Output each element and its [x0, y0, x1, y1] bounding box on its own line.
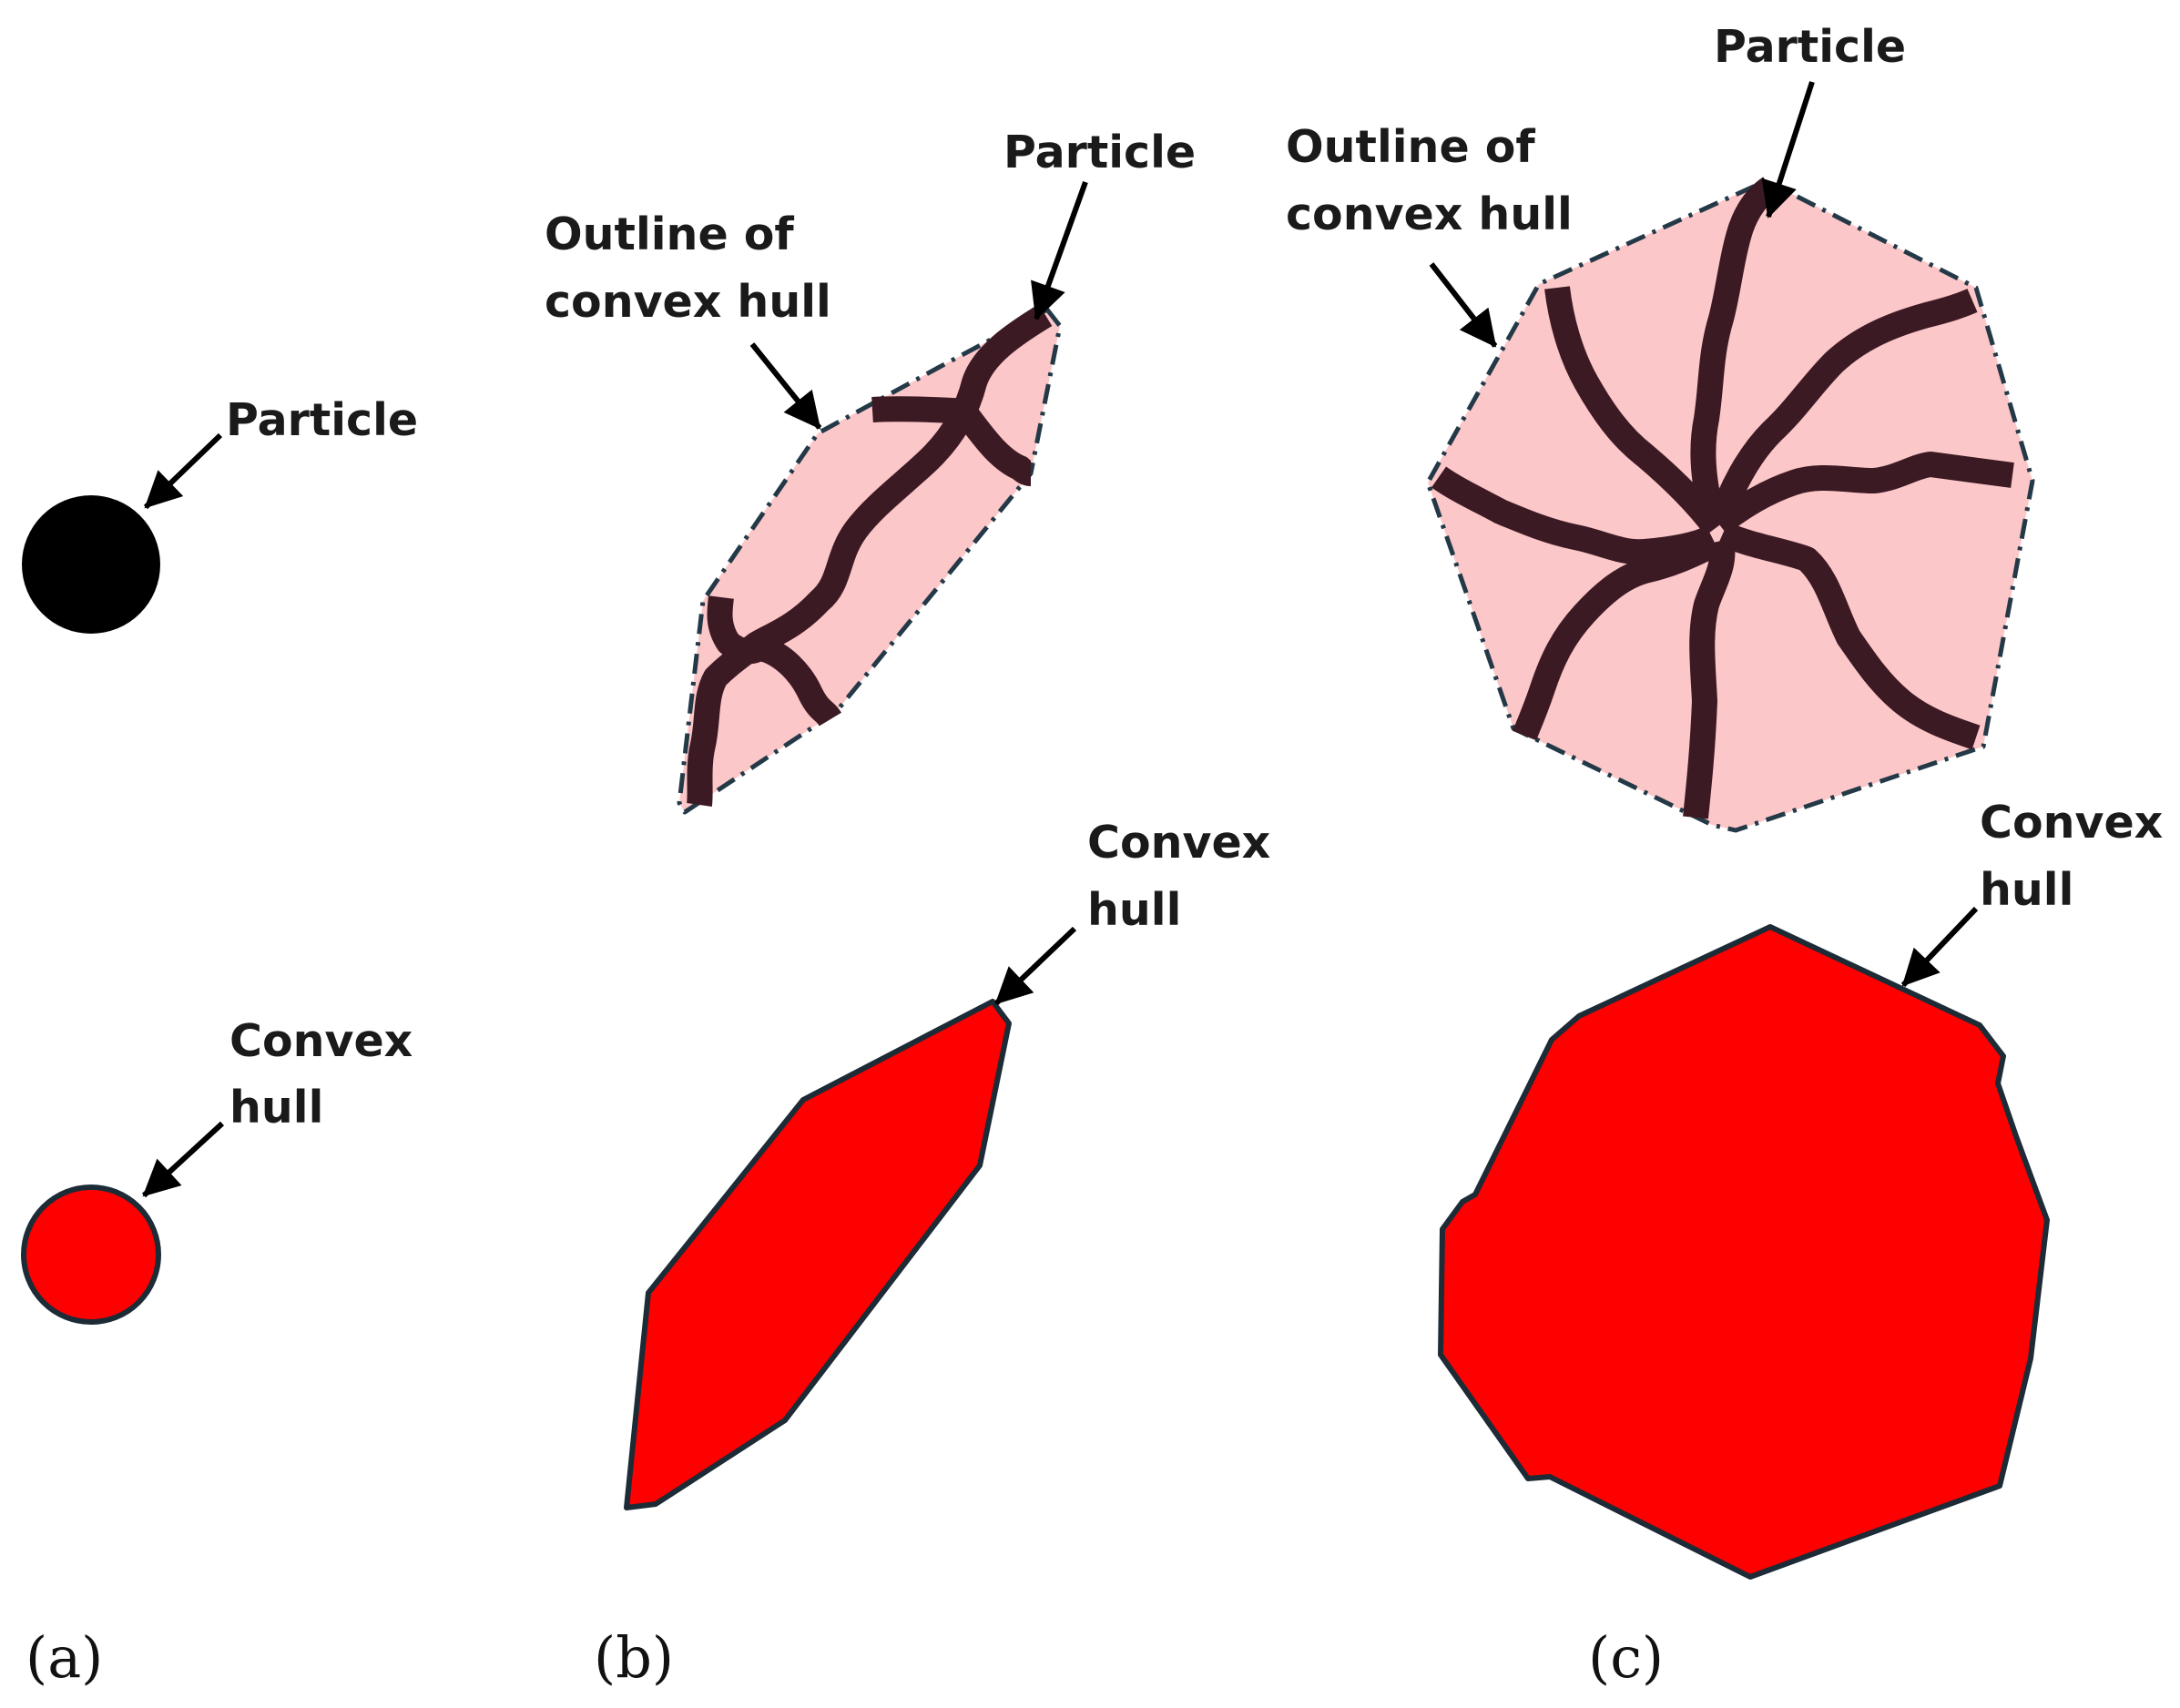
convex-hull-b-solid — [624, 999, 1012, 1510]
convex-hull-b-arrow — [993, 926, 1077, 1006]
convex-hull-a-circle — [21, 1184, 161, 1325]
outline-b-label-line1: Outline of — [545, 208, 794, 260]
panel-c: Particle Outline of convex hull Convex h… — [1286, 21, 2163, 1691]
panel-a: Particle Convex hull (a) — [21, 394, 418, 1691]
particle-c-branch-left — [1431, 466, 1718, 565]
outline-c-arrow — [1429, 262, 1498, 348]
particle-b-label: Particle — [1003, 127, 1196, 178]
convex-hull-c-solid — [1438, 924, 2050, 1580]
particle-b-lower-left-branch — [707, 595, 767, 665]
particle-c-branch-top — [1690, 177, 1778, 531]
particle-c-branch-upper-left — [1544, 286, 1727, 536]
particle-c-branch-right — [1711, 452, 2014, 535]
particle-c-branch-lower-left — [1513, 533, 1720, 741]
panel-a-label: (a) — [25, 1624, 103, 1691]
particle-c-label: Particle — [1714, 21, 1906, 73]
outline-b-label-line2: convex hull — [545, 276, 831, 328]
particle-b-main-branch — [687, 304, 1053, 807]
convex-hull-a-label-line1: Convex — [229, 1015, 413, 1067]
particle-c-branch-upper-right — [1706, 289, 1978, 529]
convex-hull-a-label-line2: hull — [229, 1082, 323, 1134]
panel-b-label: (b) — [594, 1624, 674, 1691]
particle-c-branched — [1431, 177, 2014, 819]
convex-hull-c-label-line1: Convex — [1980, 797, 2163, 849]
particle-b-arrow — [1031, 180, 1088, 320]
particle-c-arrow — [1761, 81, 1815, 219]
particle-a-solid-circle — [22, 495, 160, 634]
particle-c-branch-bottom — [1683, 537, 1736, 819]
outline-b-arrow — [749, 342, 822, 430]
particle-b-lower-right-branch — [757, 635, 842, 727]
convex-hull-c-label-line2: hull — [1980, 864, 2073, 916]
convex-hull-b-label-line1: Convex — [1087, 817, 1270, 869]
outline-c-label-line1: Outline of — [1286, 121, 1535, 173]
panel-c-label: (c) — [1588, 1624, 1664, 1691]
particle-b-upper-right-branch — [956, 407, 1033, 486]
particle-a-label: Particle — [226, 394, 418, 446]
particle-a-arrow — [143, 432, 223, 510]
panel-b: Particle Outline of convex hull Convex h… — [545, 127, 1270, 1691]
convex-hull-c-arrow — [1900, 906, 1979, 988]
convex-hull-a-arrow — [141, 1121, 225, 1198]
particle-b-upper-left-branch — [871, 396, 970, 424]
particle-c-branch-lower-right — [1717, 522, 1981, 750]
outline-c-label-line2: convex hull — [1286, 188, 1573, 240]
convex-hull-b-outline — [677, 307, 1063, 815]
convex-hull-b-label-line2: hull — [1087, 884, 1181, 936]
particle-b-branched — [687, 304, 1053, 807]
